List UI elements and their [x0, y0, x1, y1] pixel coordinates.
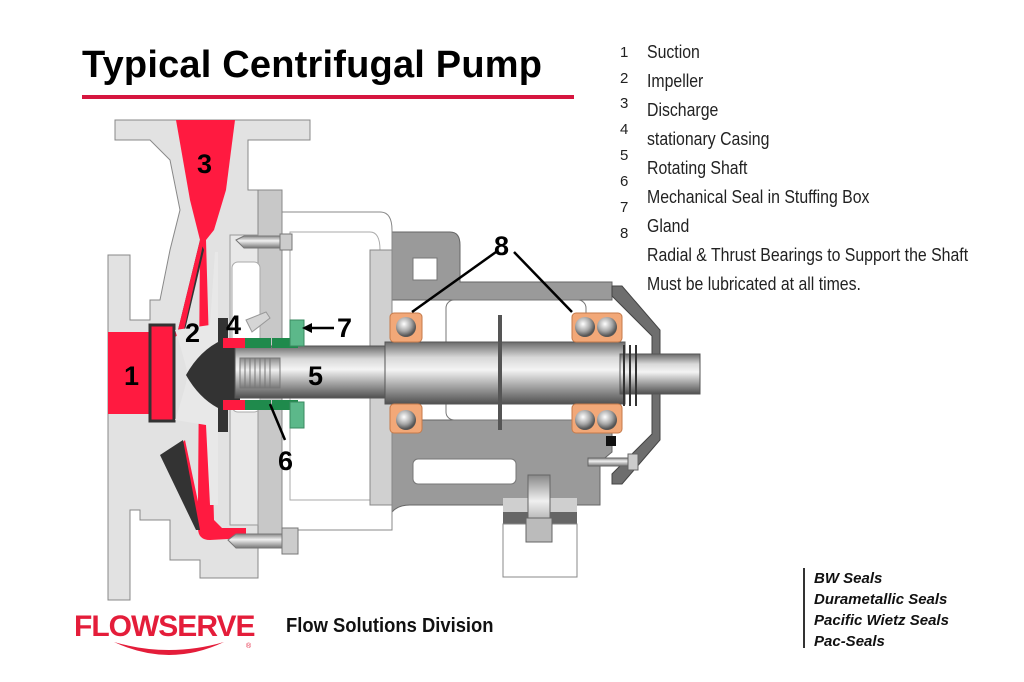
discharge-volute [176, 120, 235, 240]
legend-text: Impeller [647, 71, 704, 91]
legend-number: 2 [620, 70, 629, 87]
legend-number: 4 [620, 121, 629, 138]
callout-2: 2 [185, 318, 200, 348]
callout-1: 1 [124, 361, 139, 391]
legend-text: Rotating Shaft [647, 158, 748, 178]
callout-6: 6 [278, 446, 293, 476]
callout-8: 8 [494, 231, 509, 261]
brand-list: BW Seals Durametallic Seals Pacific Wiet… [803, 568, 949, 650]
rotating-shaft [234, 315, 701, 430]
flowserve-logo: FLOWSERVE ® [74, 610, 255, 655]
inboard-bearing [389, 312, 423, 434]
legend-number: 1 [620, 44, 629, 61]
callout-5: 5 [308, 361, 323, 391]
division-name: Flow Solutions Division [286, 615, 494, 637]
callout-3: 3 [197, 149, 212, 179]
gland [289, 319, 305, 429]
callout-4: 4 [226, 310, 241, 340]
arrowhead-7 [302, 323, 312, 333]
casing-bolt-top [235, 233, 293, 251]
legend-text: stationary Casing [647, 129, 770, 149]
suction-inlet [108, 332, 154, 414]
outboard-bearing [571, 312, 623, 434]
impeller [175, 252, 240, 505]
legend-text: Discharge [647, 100, 719, 120]
casing-bolt-bottom [227, 527, 299, 555]
legend-number: 3 [620, 95, 629, 112]
legend-text: Radial & Thrust Bearings to Support the … [647, 245, 969, 265]
legend-text: Mechanical Seal in Stuffing Box [647, 187, 870, 207]
logo-swoosh [114, 642, 224, 655]
callout-7: 7 [337, 313, 352, 343]
legend-number: 5 [620, 147, 629, 164]
legend-number: 8 [620, 225, 629, 242]
brand-item: BW Seals [814, 570, 883, 587]
legend-text: Must be lubricated at all times. [647, 274, 861, 294]
brand-item: Pacific Wietz Seals [814, 612, 949, 629]
legend-number: 7 [620, 199, 629, 216]
brand-item: Pac-Seals [814, 633, 885, 650]
mechanical-seal [223, 311, 298, 410]
legend-text: Gland [647, 216, 690, 236]
brand-item: Durametallic Seals [814, 591, 948, 608]
logo-wordmark: FLOWSERVE [74, 610, 254, 643]
legend-text: Suction [647, 42, 700, 62]
legend-number: 6 [620, 173, 629, 190]
registered-mark: ® [246, 642, 252, 650]
title-underline [82, 95, 574, 99]
page-title: Typical Centrifugal Pump [82, 44, 543, 86]
